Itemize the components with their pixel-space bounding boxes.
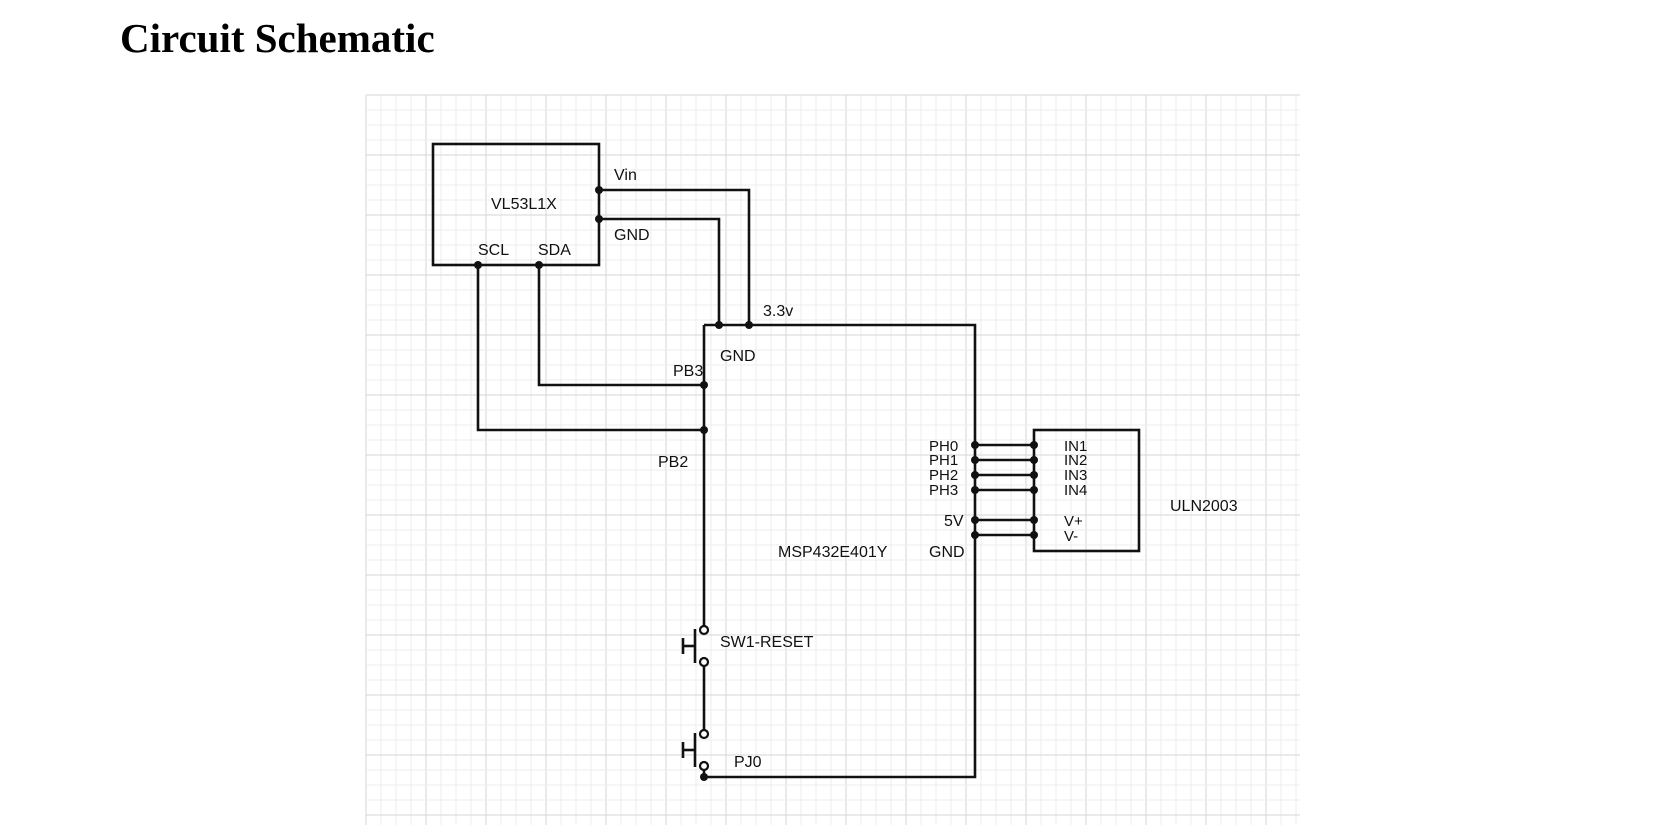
- junction-gnd-sensor: [595, 215, 603, 223]
- msp-gnd-right-label: GND: [929, 544, 965, 561]
- uln2003-label: ULN2003: [1170, 498, 1238, 515]
- junction-ph2-left: [971, 471, 979, 479]
- wire-scl-to-pb2: [476, 265, 704, 432]
- wire-sda-to-pb3: [537, 265, 704, 387]
- msp432-box-outline: [704, 323, 977, 779]
- pj0-switch: [681, 728, 710, 772]
- vl53l1x-scl-label: SCL: [478, 242, 509, 259]
- junction-pb2: [700, 426, 708, 434]
- uln-vminus-label: V-: [1064, 528, 1078, 545]
- sw1-reset-label: SW1-RESET: [720, 634, 814, 651]
- junction-dots: [474, 186, 1038, 781]
- vl53l1x-gnd-label: GND: [614, 227, 650, 244]
- uln-in2-label: IN2: [1064, 452, 1087, 469]
- uln-vplus-label: V+: [1064, 513, 1083, 530]
- vl53l1x-label: VL53L1X: [491, 196, 557, 213]
- junction-gnd-top: [715, 321, 723, 329]
- junction-5v-left: [971, 516, 979, 524]
- junction-in4: [1030, 486, 1038, 494]
- junction-in3: [1030, 471, 1038, 479]
- sw1-reset-switch: [681, 624, 710, 668]
- junction-vin: [595, 186, 603, 194]
- msp-ph2-label: PH2: [929, 467, 958, 484]
- junction-vplus: [1030, 516, 1038, 524]
- junction-ph3-left: [971, 486, 979, 494]
- msp-3v3-label: 3.3v: [763, 303, 793, 320]
- uln-in1-label: IN1: [1064, 438, 1087, 455]
- junction-gnd-right-left: [971, 531, 979, 539]
- junction-ph1-left: [971, 456, 979, 464]
- msp-pb3-label: PB3: [673, 363, 703, 380]
- msp-ph1-label: PH1: [929, 452, 958, 469]
- junction-scl: [474, 261, 482, 269]
- junction-in2: [1030, 456, 1038, 464]
- msp-ph3-label: PH3: [929, 482, 958, 499]
- msp-pb2-label: PB2: [658, 454, 688, 471]
- junction-bottom: [700, 773, 708, 781]
- msp432-label: MSP432E401Y: [778, 544, 888, 561]
- page-title: Circuit Schematic: [120, 15, 435, 61]
- wire-gnd-to-gnd: [599, 217, 721, 325]
- vl53l1x-vin-label: Vin: [614, 167, 637, 184]
- vl53l1x-sda-label: SDA: [538, 242, 571, 259]
- msp-gnd-top-label: GND: [720, 348, 756, 365]
- junction-pb3: [700, 381, 708, 389]
- msp-pj0-label: PJ0: [734, 754, 762, 771]
- junction-in1: [1030, 441, 1038, 449]
- grid-background: [365, 94, 1300, 825]
- junction-vminus: [1030, 531, 1038, 539]
- uln-in4-label: IN4: [1064, 482, 1087, 499]
- junction-ph0-left: [971, 441, 979, 449]
- wire-vin-to-3v3: [599, 188, 751, 325]
- uln-in3-label: IN3: [1064, 467, 1087, 484]
- junction-sda: [535, 261, 543, 269]
- vl53l1x-box: [431, 142, 601, 267]
- msp-5v-label: 5V: [944, 513, 964, 530]
- msp-ph0-label: PH0: [929, 438, 958, 455]
- junction-3v3: [745, 321, 753, 329]
